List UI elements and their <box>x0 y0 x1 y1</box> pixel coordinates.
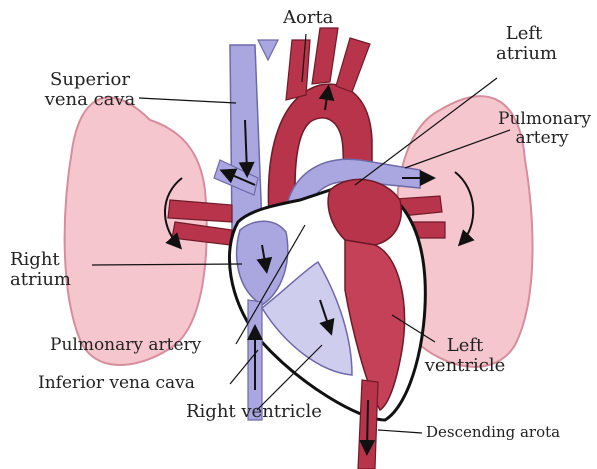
label-left-ventricle-line1: Left <box>420 336 510 356</box>
label-left-ventricle-line2: ventricle <box>420 356 510 376</box>
label-pulmonary-artery-right-line1: Pulmonary <box>498 110 586 129</box>
label-pulmonary-artery-right-line2: artery <box>498 129 586 148</box>
label-pulmonary-artery-left: Pulmonary artery <box>50 336 201 355</box>
label-pulmonary-artery-right: Pulmonary artery <box>498 110 586 147</box>
label-left-atrium: Left atrium <box>496 24 552 64</box>
label-superior-vena-cava-line2: vena cava <box>40 90 140 110</box>
label-aorta: Aorta <box>283 8 333 28</box>
label-left-atrium-line1: Left <box>496 24 552 44</box>
label-right-atrium: Right atrium <box>10 250 71 290</box>
label-left-atrium-line2: atrium <box>496 44 552 64</box>
label-superior-vena-cava: Superior vena cava <box>40 70 140 110</box>
label-right-ventricle: Right ventricle <box>186 402 322 422</box>
label-inferior-vena-cava: Inferior vena cava <box>38 374 195 393</box>
label-superior-vena-cava-line1: Superior <box>40 70 140 90</box>
label-right-atrium-line1: Right <box>10 250 71 270</box>
label-descending-aorta: Descending arota <box>426 424 560 441</box>
label-right-atrium-line2: atrium <box>10 270 71 290</box>
label-left-ventricle: Left ventricle <box>420 336 510 376</box>
